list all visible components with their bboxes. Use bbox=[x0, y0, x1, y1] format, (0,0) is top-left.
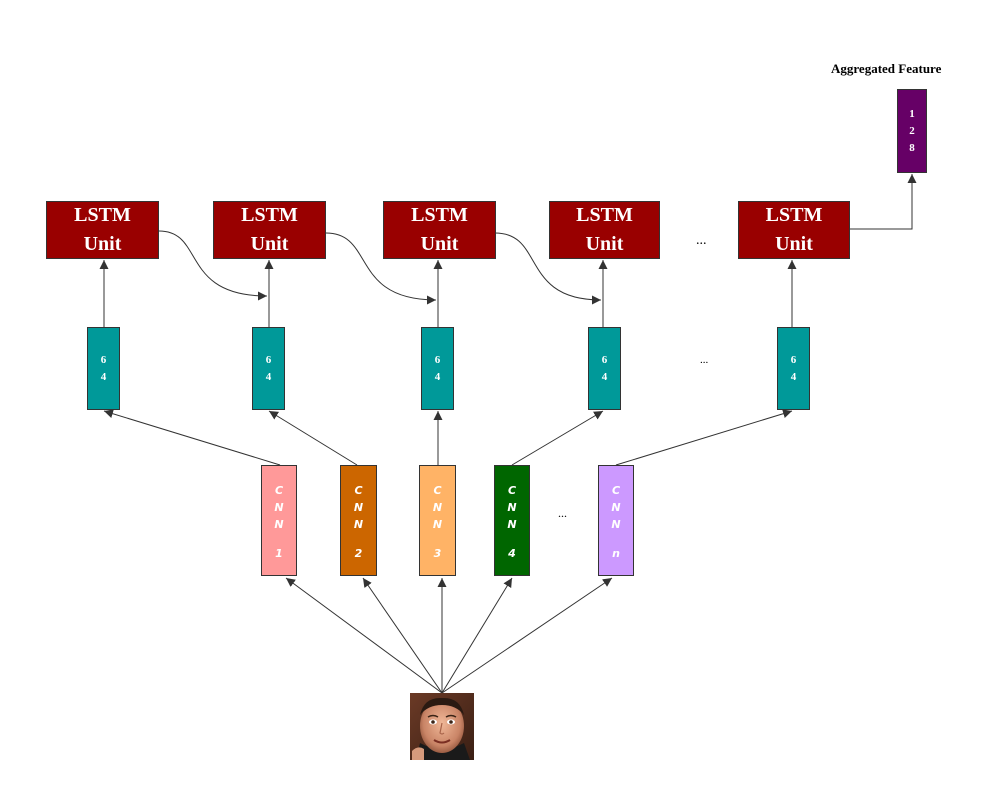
lstm-label-line1: LSTM bbox=[411, 204, 468, 226]
cnn-ellipsis: ... bbox=[558, 506, 567, 520]
cnn-block-1: C N N 1 bbox=[261, 465, 297, 576]
feature-digit: 4 bbox=[601, 370, 608, 383]
lstm-label-line1: LSTM bbox=[241, 204, 298, 226]
cnn-letter: N bbox=[353, 518, 364, 531]
feature-vector-2: 6 4 bbox=[252, 327, 285, 410]
lstm-unit-1: LSTM Unit bbox=[46, 201, 159, 259]
feature-digit: 6 bbox=[790, 353, 797, 366]
edge-face-cnn4 bbox=[441, 577, 513, 694]
cnn-block-3: C N N 3 bbox=[419, 465, 456, 576]
cnn-letter: C bbox=[507, 484, 517, 497]
feature-vector-5: 6 4 bbox=[777, 327, 810, 410]
lstm-ellipsis: ... bbox=[696, 233, 707, 248]
aggregated-feature-title: Aggregated Feature bbox=[831, 61, 942, 76]
feature-digit: 6 bbox=[100, 353, 107, 366]
feature-digit: 6 bbox=[601, 353, 608, 366]
lstm-unit-5: LSTM Unit bbox=[738, 201, 850, 259]
cnn-letter: C bbox=[611, 484, 621, 497]
feature-vector-4: 6 4 bbox=[588, 327, 621, 410]
cnn-letter: N bbox=[274, 501, 284, 514]
edge-cnn4-fv4 bbox=[511, 410, 604, 466]
aggregated-feature-vector: 1 2 8 bbox=[897, 89, 927, 173]
lstm-label-line2: Unit bbox=[420, 233, 459, 255]
cnn-letter: N bbox=[611, 501, 621, 514]
lstm-label-line2: Unit bbox=[585, 233, 624, 255]
feature-digit: 6 bbox=[265, 353, 272, 366]
lstm-label-line2: Unit bbox=[250, 233, 289, 255]
edge-face-cnn1 bbox=[285, 577, 443, 694]
edge-face-cnnn bbox=[441, 577, 613, 694]
edge-face-cnn2 bbox=[362, 577, 443, 694]
cnn-letter: N bbox=[611, 518, 621, 531]
feature-digit: 4 bbox=[790, 370, 797, 383]
cnn-letter: C bbox=[433, 484, 442, 497]
aggregated-digit: 1 bbox=[909, 107, 915, 120]
face-photo-icon bbox=[410, 693, 474, 760]
cnn-index: 1 bbox=[275, 547, 283, 560]
edge-lstm5-aggregated bbox=[850, 174, 917, 230]
cnn-letter: N bbox=[432, 501, 443, 514]
feature-digit: 4 bbox=[265, 370, 272, 383]
lstm-unit-4: LSTM Unit bbox=[549, 201, 660, 259]
edge-cnnn-fv5 bbox=[615, 409, 793, 466]
cnn-block-n: C N N n bbox=[598, 465, 634, 576]
lstm-label-line2: Unit bbox=[775, 233, 813, 255]
aggregated-digit: 8 bbox=[909, 141, 915, 154]
cnn-letter: C bbox=[354, 484, 363, 497]
lstm-unit-2: LSTM Unit bbox=[213, 201, 326, 259]
lstm-label-line1: LSTM bbox=[74, 204, 131, 226]
feature-ellipsis: ... bbox=[700, 354, 709, 366]
feature-digit: 4 bbox=[434, 370, 441, 383]
edge-cnn1-fv1 bbox=[103, 409, 281, 466]
cnn-index: n bbox=[612, 547, 620, 560]
feature-vector-1: 6 4 bbox=[87, 327, 120, 410]
feature-vector-3: 6 4 bbox=[421, 327, 454, 410]
cnn-letter: C bbox=[274, 484, 284, 497]
cnn-index: 2 bbox=[354, 547, 363, 560]
aggregated-digit: 2 bbox=[909, 124, 915, 137]
cnn-letter: N bbox=[507, 501, 517, 514]
cnn-block-4: C N N 4 bbox=[494, 465, 530, 576]
edge-lstm3-next bbox=[494, 232, 602, 305]
lstm-label-line2: Unit bbox=[83, 233, 122, 255]
cnn-index: 3 bbox=[433, 547, 442, 560]
cnn-letter: N bbox=[432, 518, 443, 531]
cnn-letter: N bbox=[507, 518, 517, 531]
cnn-block-2: C N N 2 bbox=[340, 465, 377, 576]
lstm-label-line1: LSTM bbox=[765, 204, 823, 226]
cnn-index: 4 bbox=[508, 547, 516, 560]
edge-lstm2-next bbox=[325, 232, 437, 305]
lstm-label-line1: LSTM bbox=[576, 204, 633, 226]
feature-digit: 6 bbox=[434, 353, 441, 366]
cnn-letter: N bbox=[353, 501, 364, 514]
edge-cnn2-fv2 bbox=[268, 410, 358, 466]
lstm-unit-3: LSTM Unit bbox=[383, 201, 496, 259]
cnn-letter: N bbox=[274, 518, 284, 531]
edge-lstm1-next bbox=[158, 230, 268, 301]
input-face-image bbox=[410, 693, 474, 760]
feature-digit: 4 bbox=[100, 370, 107, 383]
